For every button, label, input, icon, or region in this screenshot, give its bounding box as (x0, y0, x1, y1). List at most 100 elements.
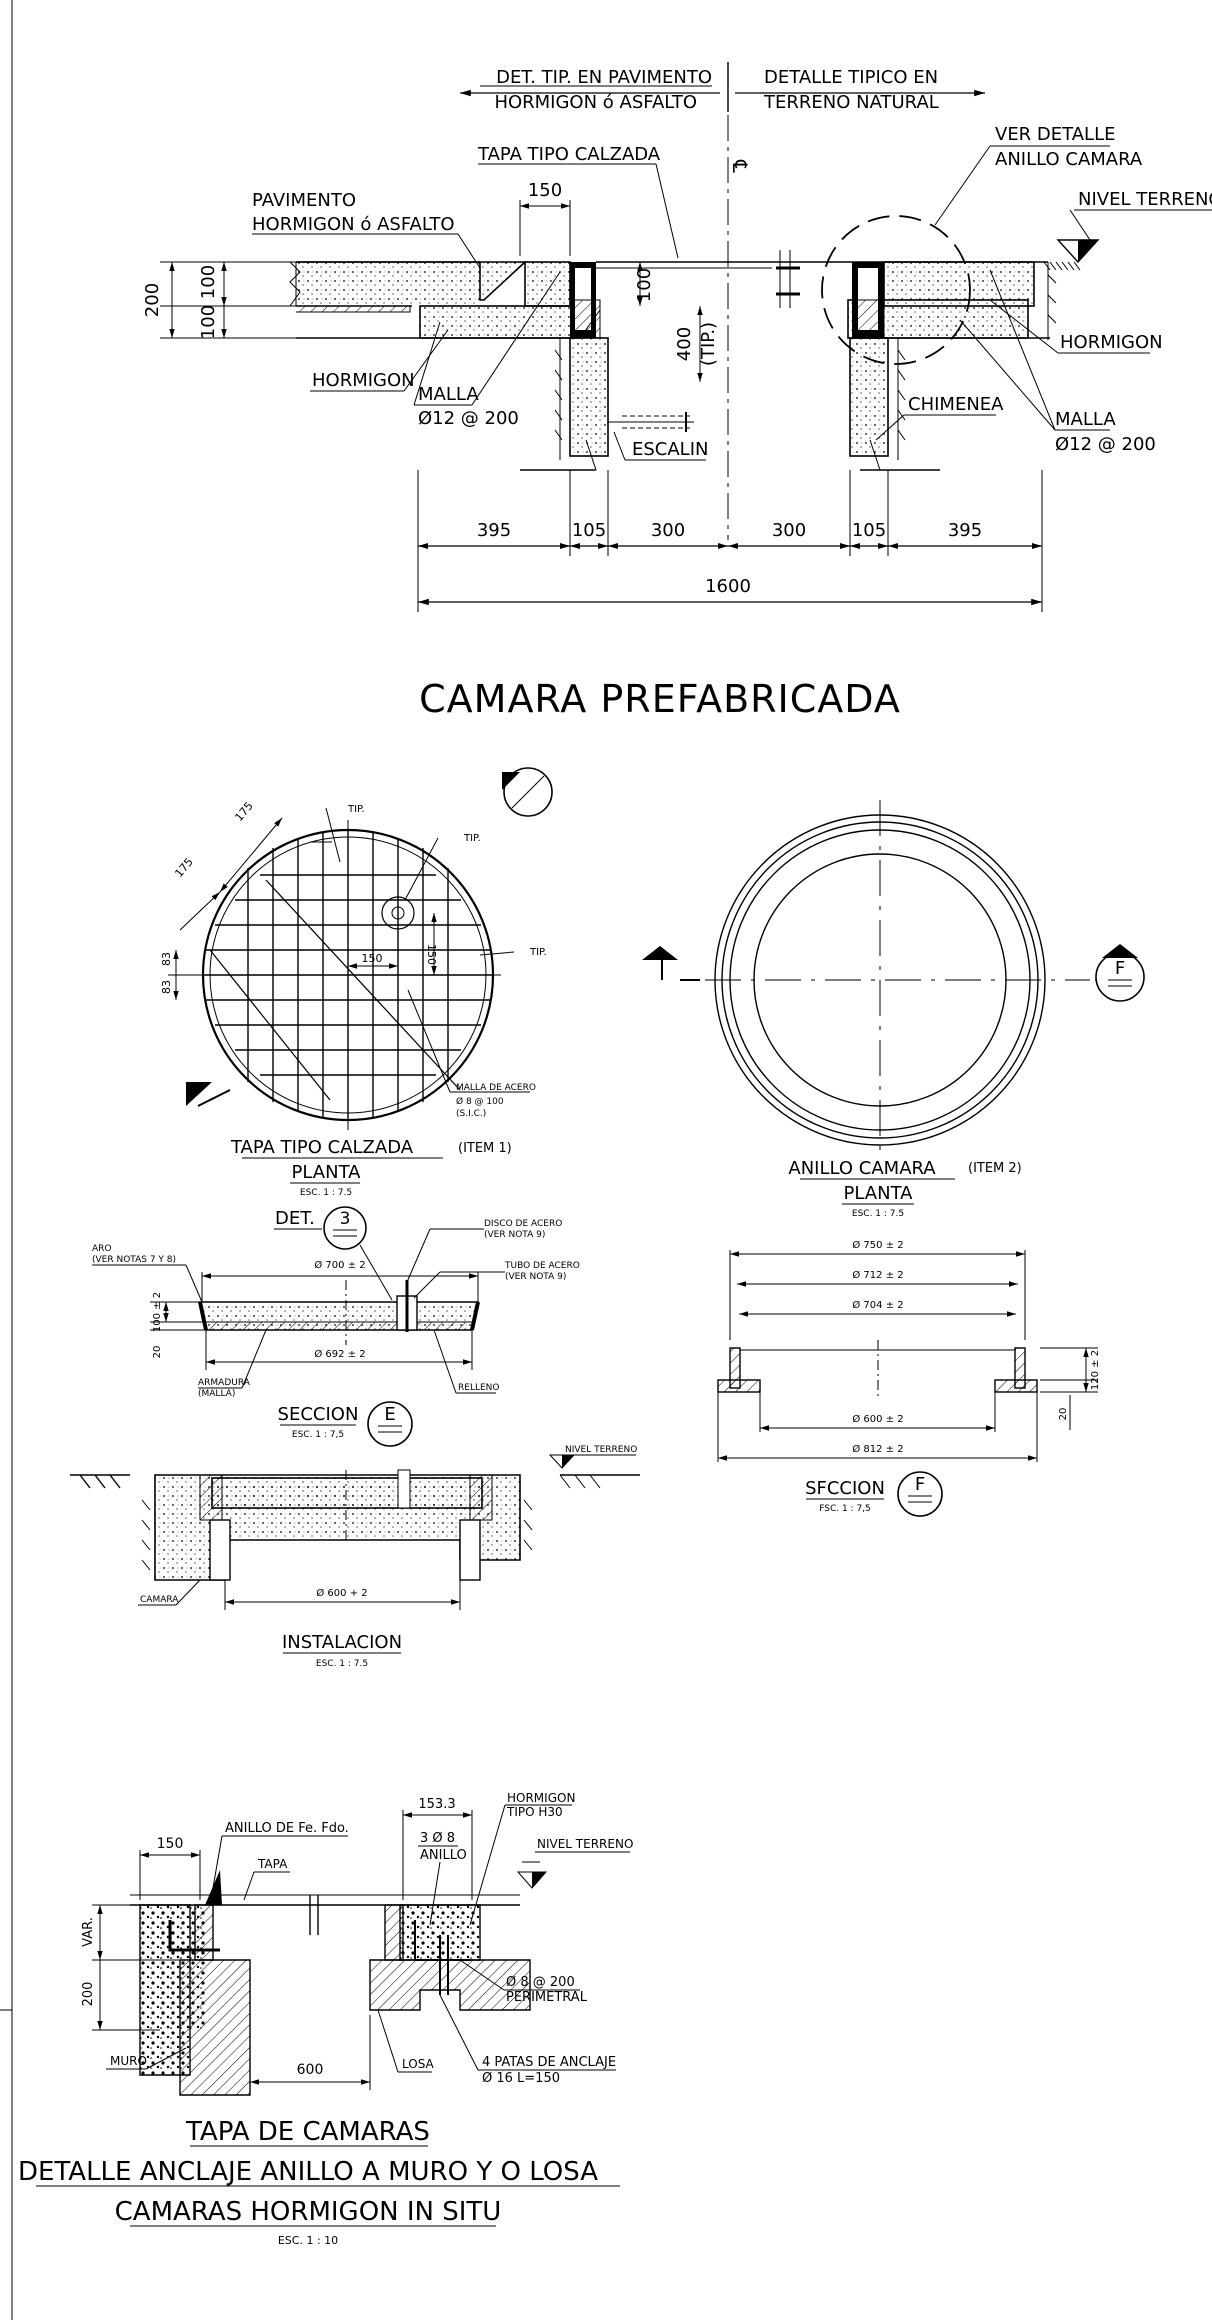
seccion-e-dim-700: Ø 700 ± 2 (314, 1259, 365, 1271)
seccion-f-dim-120: 120 ± 2 (1090, 1350, 1101, 1390)
anclaje-perim-1: Ø 8 @ 200 (506, 1975, 575, 1990)
seccion-f-drawing: Ø 750 ± 2 Ø 712 ± 2 Ø 704 ± 2 Ø 600 ± 2 … (717, 1239, 1101, 1517)
label-ver-detalle-1: VER DETALLE (995, 124, 1116, 145)
label-hormigon-left: HORMIGON (312, 370, 415, 391)
anclaje-var: VAR. (81, 1917, 96, 1947)
tapa-plan-subtitle: PLANTA (292, 1162, 362, 1183)
anillo-plan-subtitle: PLANTA (844, 1183, 914, 1204)
anillo-plan-title: ANILLO CAMARA (788, 1158, 936, 1179)
seccion-e-scale: ESC. 1 : 7,5 (292, 1430, 344, 1440)
top-section-drawing: DET. TIP. EN PAVIMENTO HORMIGON ó ASFALT… (142, 62, 1212, 612)
seccion-e-dim-692: Ø 692 ± 2 (314, 1348, 365, 1360)
det-number: 3 (340, 1209, 351, 1229)
seccion-e-title: SECCION (278, 1404, 359, 1425)
dim-bottom-3: 300 (651, 520, 685, 541)
anclaje-title-2: DETALLE ANCLAJE ANILLO A MURO Y O LOSA (18, 2157, 598, 2187)
anclaje-nivel-terreno: NIVEL TERRENO (537, 1837, 633, 1851)
dim-bottom-4: 300 (772, 520, 806, 541)
label-malla-left-2: Ø12 @ 200 (418, 408, 519, 429)
anclaje-title-3: CAMARAS HORMIGON IN SITU (115, 2197, 502, 2227)
label-tapa-tipo-calzada: TAPA TIPO CALZADA (477, 144, 661, 165)
seccion-e-letter: E (384, 1404, 395, 1425)
seccion-e-dim-20: 20 (152, 1346, 163, 1359)
anclaje-losa: LOSA (402, 2057, 435, 2071)
anclaje-patas-1: 4 PATAS DE ANCLAJE (482, 2055, 616, 2070)
instalacion-dim-600: Ø 600 + 2 (316, 1587, 367, 1599)
anclaje-tapa: TAPA (257, 1857, 288, 1871)
anillo-plan-scale: ESC. 1 : 7.5 (852, 1209, 904, 1219)
tapa-plan-item: (ITEM 1) (458, 1141, 512, 1156)
anclaje-hormigon-2: TIPO H30 (506, 1805, 563, 1819)
svg-text:℄: ℄ (728, 159, 752, 173)
dim-bottom-5: 105 (852, 520, 886, 541)
label-escalin: ESCALIN (632, 439, 708, 460)
dim-bottom-1: 395 (477, 520, 511, 541)
seccion-e-drawing: Ø 700 ± 2 Ø 692 ± 2 100 ± 2 20 ARO (VER … (92, 1219, 580, 1447)
dim-400: 400 (674, 327, 695, 361)
tapa-dim-175-b: 175 (172, 855, 195, 879)
anclaje-dim-150: 150 (157, 1836, 184, 1852)
anclaje-title-1: TAPA DE CAMARAS (185, 2117, 430, 2147)
anclaje-patas-2: Ø 16 L=150 (482, 2071, 560, 2086)
seccion-f-dim-600: Ø 600 ± 2 (852, 1413, 903, 1425)
tapa-plan-scale: ESC. 1 : 7.5 (300, 1188, 352, 1198)
tapa-dim-83-a: 83 (160, 980, 173, 994)
label-nivel-terreno: NIVEL TERRENO (1078, 189, 1212, 210)
main-title: CAMARA PREFABRICADA (419, 677, 901, 721)
label-malla-right-1: MALLA (1055, 409, 1116, 430)
dim-bottom-2: 105 (572, 520, 606, 541)
tapa-dim-175-a: 175 (232, 799, 255, 823)
instalacion-camara: CAMARA (140, 1595, 179, 1605)
seccion-e-armadura-1: ARMADURA (198, 1378, 251, 1388)
header-natural-line-2: TERRENO NATURAL (763, 92, 939, 113)
seccion-f-scale: FSC. 1 : 7,5 (819, 1504, 871, 1514)
tapa-tip-2: TIP. (463, 833, 481, 844)
dim-200-left: 200 (142, 283, 163, 317)
dim-total: 1600 (705, 576, 751, 597)
tapa-malla-3: (S.I.C.) (456, 1109, 486, 1119)
anillo-plan-item: (ITEM 2) (968, 1161, 1022, 1176)
seccion-e-disco-1: DISCO DE ACERO (484, 1219, 562, 1229)
tapa-dim-83-b: 83 (160, 952, 173, 966)
tapa-plan-drawing: TIP. TIP. TIP. 175 175 83 83 150 150 MAL… (160, 767, 553, 1198)
seccion-f-title: SFCCION (805, 1478, 885, 1499)
anclaje-anillo: ANILLO DE Fe. Fdo. (225, 1821, 349, 1836)
tapa-dim-150-h: 150 (362, 952, 383, 965)
label-chimenea: CHIMENEA (908, 394, 1004, 415)
anclaje-hormigon-1: HORMIGON (507, 1791, 575, 1805)
tapa-malla-1: MALLA DE ACERO (456, 1083, 536, 1093)
seccion-e-aro-2: (VER NOTAS 7 Y 8) (92, 1255, 176, 1265)
seccion-e-tubo-2: (VER NOTA 9) (505, 1272, 566, 1282)
label-hormigon-right: HORMIGON (1060, 332, 1163, 353)
anclaje-perim-2: PERIMETRAL (506, 1990, 588, 2005)
seccion-e-tubo-1: TUBO DE ACERO (504, 1261, 580, 1271)
instalacion-scale: ESC. 1 : 7.5 (316, 1659, 368, 1669)
seccion-f-dim-704: Ø 704 ± 2 (852, 1299, 903, 1311)
label-malla-left-1: MALLA (418, 384, 479, 405)
dim-150: 150 (528, 180, 562, 201)
dim-100-cover: 100 (634, 268, 655, 302)
seccion-e-dim-100: 100 ± 2 (152, 1292, 163, 1332)
label-pavimento-2: HORMIGON ó ASFALTO (252, 214, 455, 235)
seccion-f-dim-812: Ø 812 ± 2 (852, 1443, 903, 1455)
dim-100-left-b: 100 (198, 305, 219, 339)
instalacion-title: INSTALACION (282, 1632, 402, 1653)
anclaje-muro: MURO (110, 2054, 147, 2068)
dim-tip: (TIP.) (698, 322, 719, 366)
anclaje-bars-2: ANILLO (420, 1848, 467, 1863)
seccion-e-disco-2: (VER NOTA 9) (484, 1230, 545, 1240)
tapa-tip-3: TIP. (529, 947, 547, 958)
tapa-tip-1: TIP. (347, 804, 365, 815)
dim-bottom-6: 395 (948, 520, 982, 541)
tapa-malla-2: Ø 8 @ 100 (456, 1096, 504, 1107)
header-natural-line-1: DETALLE TIPICO EN (764, 67, 938, 88)
anillo-marker-letter: F (1115, 958, 1125, 979)
label-pavimento-1: PAVIMENTO (252, 190, 356, 211)
dim-100-left-a: 100 (198, 265, 219, 299)
anclaje-drawing: 600 150 ANILLO DE Fe. Fdo. TAPA 153.3 HO… (18, 1791, 633, 2247)
sheet-border (0, 0, 13, 2320)
anclaje-dim-600: 600 (297, 2062, 324, 2078)
seccion-e-relleno: RELLENO (458, 1383, 499, 1393)
